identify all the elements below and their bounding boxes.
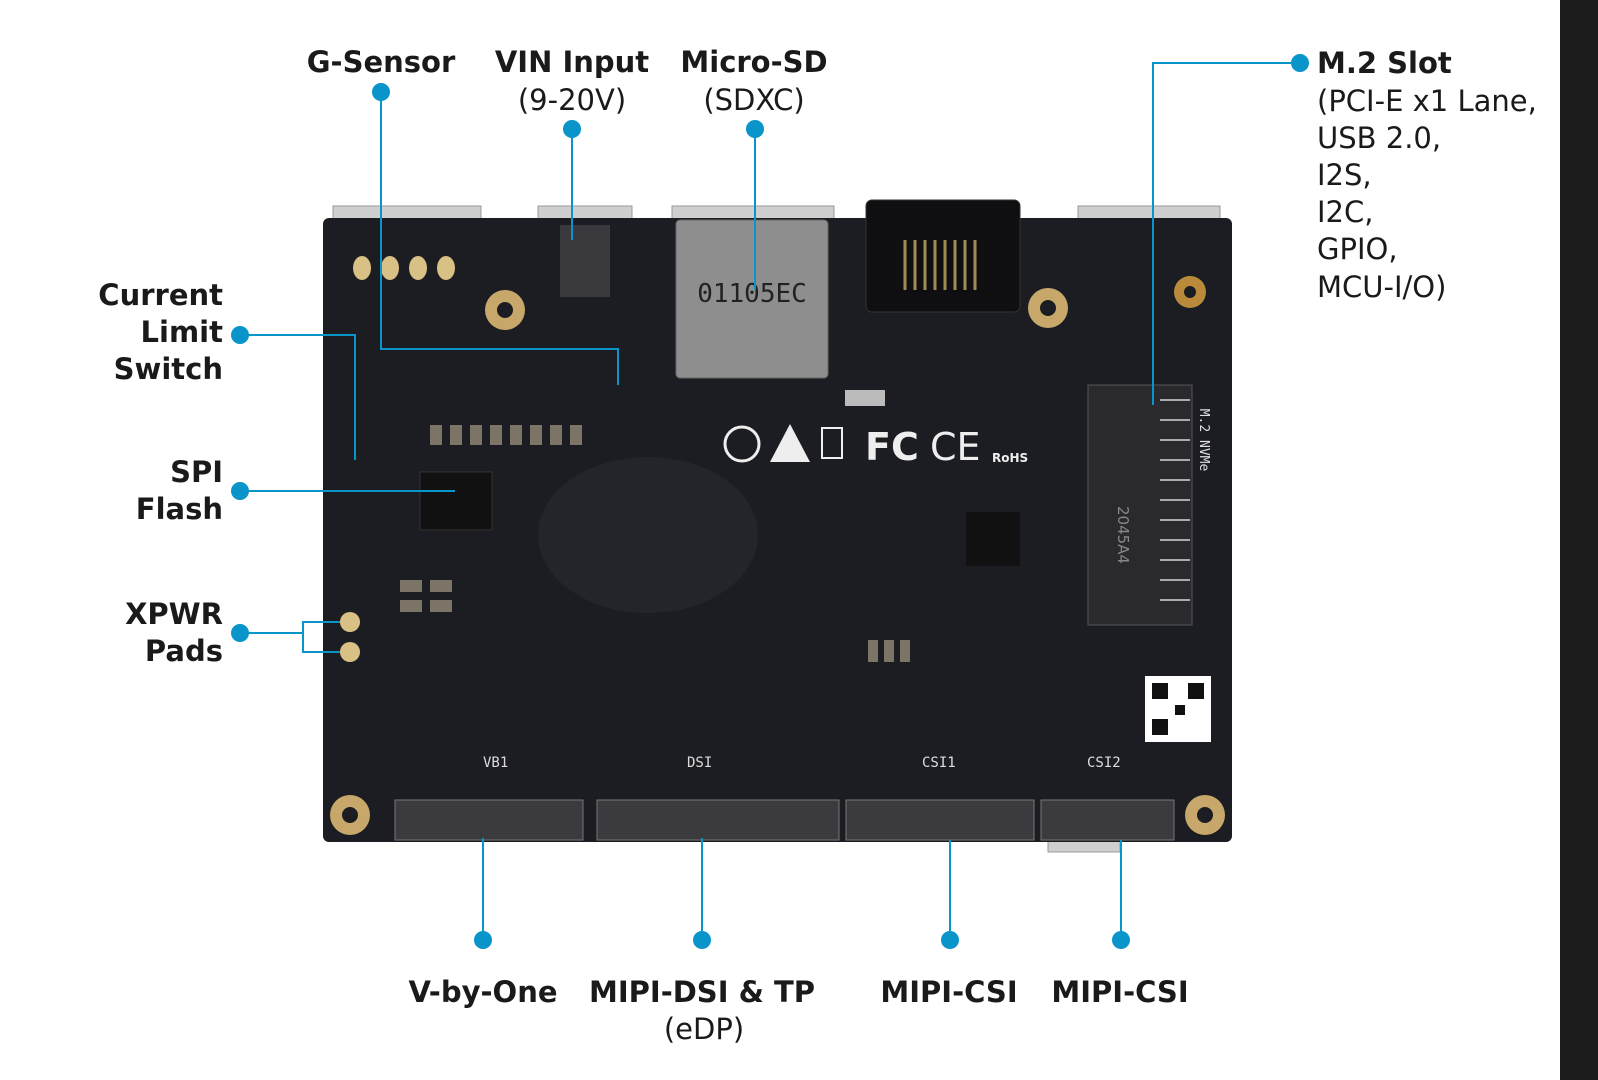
label-g-sensor: G-Sensor [306, 45, 456, 79]
label-m2-slot: M.2 Slot [1317, 46, 1452, 80]
label-current-limit: Limit [140, 315, 223, 349]
label-m2-line: GPIO, [1317, 232, 1398, 266]
label-mipi-dsi: MIPI-DSI & TP [589, 975, 815, 1009]
label-vin-input: VIN Input [494, 45, 650, 79]
csi1-silk: CSI1 [922, 755, 956, 771]
label-vin-range: (9-20V) [517, 83, 627, 117]
pcb-board [323, 218, 1232, 842]
ffc-connectors [394, 799, 1175, 841]
m2-nvme-silk: M.2 NVMe [1196, 409, 1211, 472]
label-spi-flash: Flash [135, 492, 223, 526]
label-xpwr-pads: Pads [144, 634, 223, 668]
vb1-silk: VB1 [483, 755, 508, 771]
label-current-limit: Switch [113, 352, 223, 386]
gold-pads [340, 256, 455, 662]
label-mipi-csi-2: MIPI-CSI [1051, 975, 1189, 1009]
ce-logo: CE [930, 425, 981, 469]
label-sdxc: (SDXC) [703, 83, 805, 117]
label-v-by-one: V-by-One [408, 975, 558, 1009]
label-spi-flash: SPI [170, 455, 223, 489]
sd-marking: 01105EC [697, 279, 807, 309]
label-m2-line: (PCI-E x1 Lane, [1317, 84, 1537, 118]
csi2-silk: CSI2 [1087, 755, 1121, 771]
label-edp: (eDP) [663, 1012, 745, 1046]
micro-sd-slot [675, 219, 829, 379]
m2-code: 2045A4 [1114, 506, 1132, 564]
m2-connector [1087, 384, 1193, 626]
component-cluster [400, 390, 910, 662]
label-m2-line: MCU-I/O) [1317, 270, 1447, 304]
label-m2-line: I2S, [1317, 158, 1372, 192]
callout-dots [231, 54, 1309, 949]
label-mipi-csi-1: MIPI-CSI [880, 975, 1018, 1009]
dsi-silk: DSI [687, 755, 712, 771]
label-xpwr-pads: XPWR [125, 597, 223, 631]
fc-logo: FC [865, 425, 919, 469]
ethernet-port [865, 199, 1021, 313]
callout-lines [240, 62, 1300, 940]
rohs-logo: RoHS [992, 451, 1028, 465]
spi-flash-chip [419, 471, 493, 531]
label-micro-sd: Micro-SD [680, 45, 828, 79]
label-m2-line: I2C, [1317, 195, 1374, 229]
label-m2-line: USB 2.0, [1317, 121, 1442, 155]
right-edge-strip [1560, 0, 1598, 1080]
label-current-limit: Current [98, 278, 223, 312]
component-area [538, 457, 758, 613]
certification-logos: FC CE RoHS [723, 424, 1028, 469]
